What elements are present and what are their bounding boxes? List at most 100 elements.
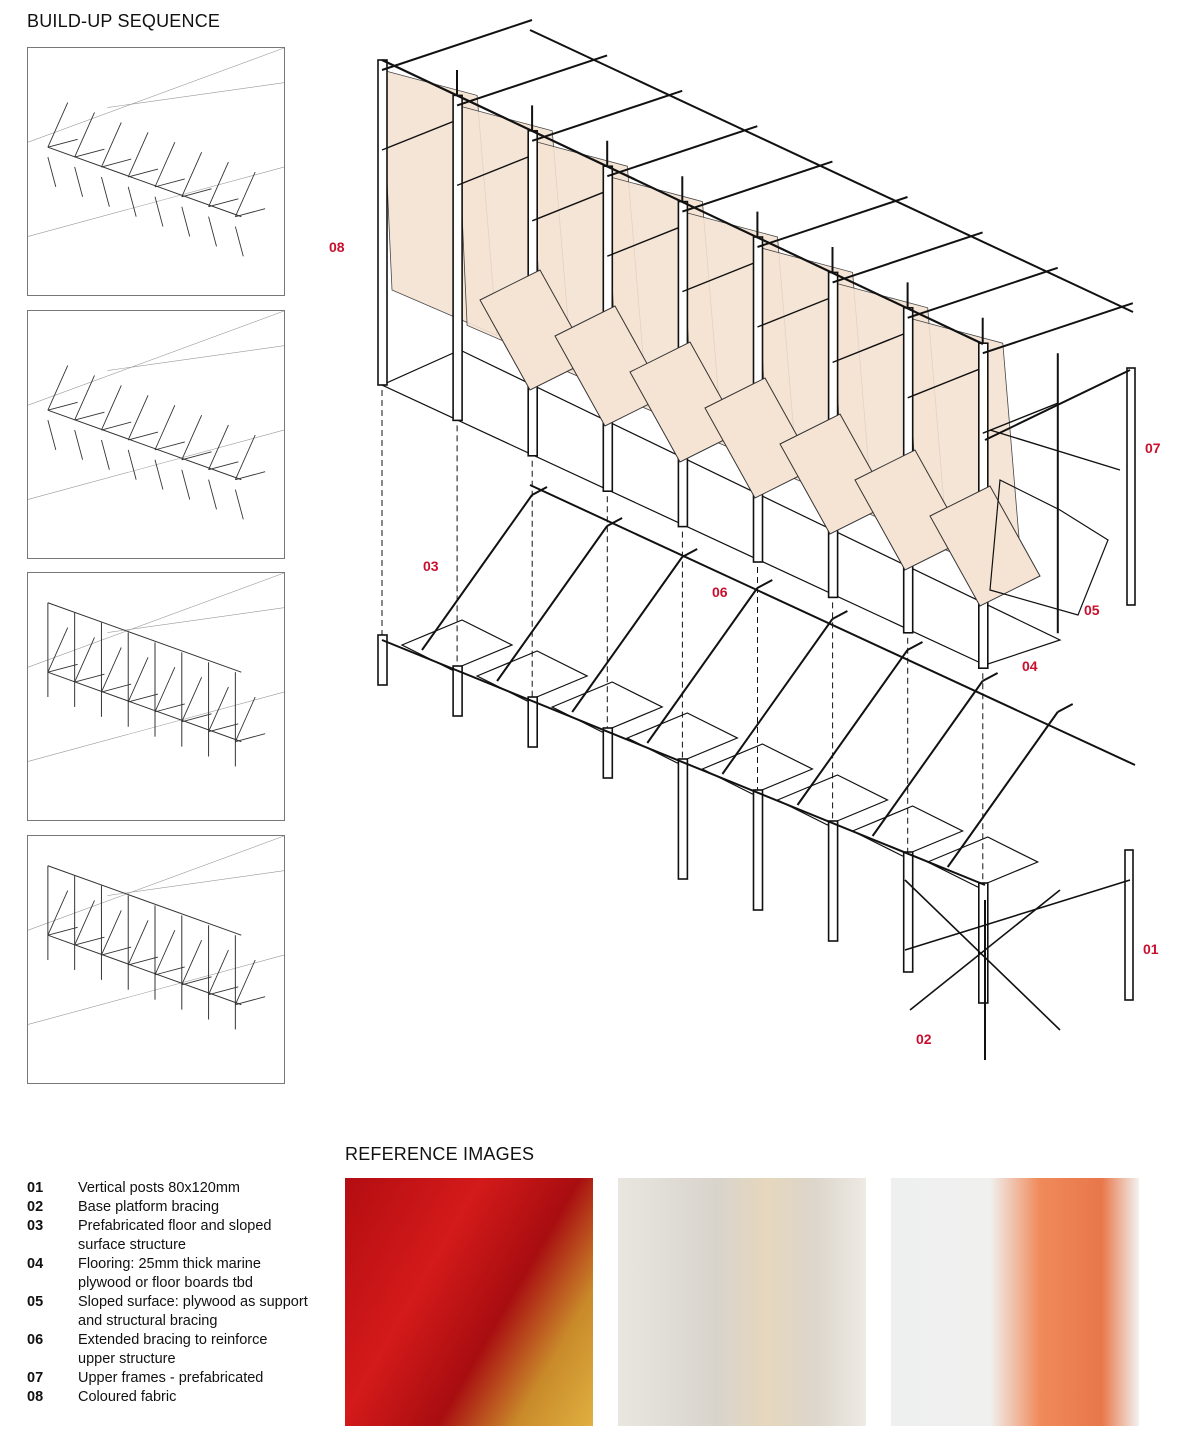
legend-text: Sloped surface: plywood as support and s… <box>78 1294 308 1329</box>
legend-number: 03 <box>27 1218 44 1234</box>
thumb-rail <box>47 671 242 743</box>
front-top-rail <box>381 59 984 345</box>
legend-item: 05 Sloped surface: plywood as support and… <box>27 1293 308 1331</box>
floor-frame <box>700 743 814 795</box>
legend-text: Prefabricated floor and sloped surface s… <box>78 1218 272 1253</box>
thumb-brace <box>208 949 229 995</box>
legend-text: Upper frames - prefabricated <box>78 1370 264 1386</box>
thumb-floor <box>74 148 105 158</box>
ground-line <box>27 954 285 1025</box>
sloped-bracing <box>496 525 608 682</box>
legend-number: 02 <box>27 1199 44 1215</box>
lower-front-post <box>602 727 614 779</box>
thumb-brace <box>127 920 149 966</box>
ground-line <box>107 870 285 896</box>
thumb-floor <box>235 733 266 743</box>
thumb-leg <box>127 186 137 217</box>
thumb-floor <box>181 451 212 461</box>
top-beam <box>832 231 983 284</box>
front-post <box>377 59 388 386</box>
ground-line <box>107 345 285 371</box>
ground-line <box>27 835 285 931</box>
lower-front-post <box>527 696 539 748</box>
thumb-brace <box>154 667 176 713</box>
thumb-floor <box>128 431 159 441</box>
end-post <box>1126 367 1136 606</box>
sequence-step-2 <box>27 310 285 559</box>
lower-end-post <box>1124 849 1134 1001</box>
sloped-panel <box>929 485 1041 607</box>
thumb-floor <box>101 683 132 693</box>
thumb-leg <box>208 479 217 510</box>
thumb-leg <box>181 469 191 500</box>
legend-text: Base platform bracing <box>78 1199 220 1215</box>
extended-bracing <box>907 641 923 651</box>
legend-number: 05 <box>27 1294 44 1310</box>
floor-frame <box>851 805 965 857</box>
thumb-floor <box>181 976 212 986</box>
thumb-brace <box>101 647 122 693</box>
thumb-leg <box>101 439 110 470</box>
sloped-bracing <box>946 711 1059 868</box>
thumb-rail <box>47 934 242 1006</box>
thumb-floor <box>235 996 266 1006</box>
floor-frame <box>776 774 889 826</box>
reference-image-orange-fabric <box>891 1178 1139 1426</box>
thumb-floor <box>154 178 185 188</box>
thumb-brace <box>47 102 69 148</box>
lower-front-post <box>827 820 839 942</box>
legend-text: Flooring: 25mm thick marine plywood or f… <box>78 1256 261 1291</box>
thumb-leg <box>234 226 244 257</box>
label-02: 02 <box>916 1031 932 1047</box>
thumb-leg <box>127 449 137 480</box>
extended-bracing <box>982 672 999 682</box>
sloped-bracing <box>721 618 834 775</box>
label-01: 01 <box>1143 941 1159 957</box>
lower-front-post <box>377 634 388 686</box>
mid-beam <box>381 119 458 151</box>
legend-item: 06 Extended bracing to reinforce upper st… <box>27 1331 308 1369</box>
mid-beam <box>682 260 758 293</box>
sloped-bracing <box>421 494 533 651</box>
thumb-brace <box>154 930 176 976</box>
thumb-floor <box>47 401 78 411</box>
top-beam <box>682 160 833 213</box>
legend-number: 01 <box>27 1180 44 1196</box>
thumb-floor <box>208 461 239 471</box>
base-bracing <box>904 879 1061 1031</box>
thumb-rail <box>47 409 242 481</box>
reference-image-red-fabric <box>345 1178 593 1426</box>
sequence-step-4 <box>27 835 285 1084</box>
end-frame-beam <box>984 369 1131 441</box>
ground-line <box>27 572 285 668</box>
label-03: 03 <box>423 558 439 574</box>
thumb-floor <box>208 723 239 733</box>
mid-beam <box>531 190 608 222</box>
extended-bracing <box>531 486 548 496</box>
legend-number: 06 <box>27 1332 44 1348</box>
thumb-floor <box>128 168 159 178</box>
sloped-bracing <box>796 649 909 806</box>
top-beam <box>757 196 908 248</box>
thumb-floor <box>181 188 212 198</box>
thumb-floor <box>47 138 78 148</box>
floor-frame <box>926 836 1040 888</box>
legend-text: Extended bracing to reinforce upper stru… <box>78 1332 268 1367</box>
sloped-surface-end <box>989 479 1109 616</box>
thumb-floor <box>235 471 266 481</box>
thumb-brace <box>47 365 69 411</box>
thumb-floor <box>154 966 185 976</box>
legend-item: 03 Prefabricated floor and sloped surface… <box>27 1217 308 1255</box>
lower-front-post <box>452 665 463 717</box>
sloped-bracing <box>646 587 759 744</box>
legend-text: Coloured fabric <box>78 1389 177 1405</box>
sloped-bracing <box>871 680 984 837</box>
thumb-floor <box>181 713 212 723</box>
thumb-floor <box>101 421 132 431</box>
thumb-brace <box>208 161 229 207</box>
lower-sloped-rail <box>529 484 1136 766</box>
thumb-floor <box>208 986 239 996</box>
